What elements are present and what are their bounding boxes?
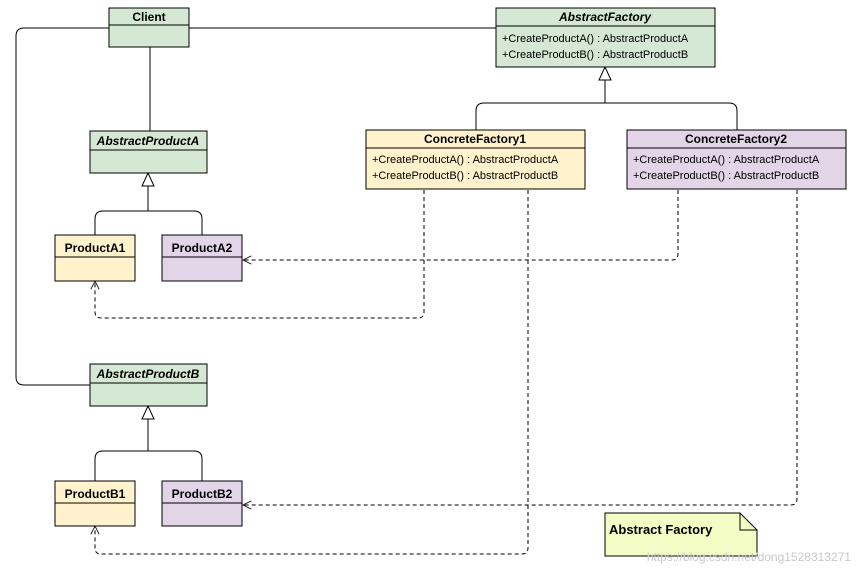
class-abstract-factory[interactable]: AbstractFactory +CreateProductA() : Abst… — [495, 7, 716, 68]
class-body — [89, 363, 208, 407]
dependency-concretefactory1-producta1 — [95, 190, 425, 319]
class-abstract-product-b[interactable]: AbstractProductB — [89, 363, 208, 407]
class-name: ProductA1 — [65, 241, 126, 255]
method-create-product-a: +CreateProductA() : AbstractProductA — [372, 154, 559, 166]
class-body — [161, 234, 243, 282]
note-text: Abstract Factory — [609, 522, 713, 537]
class-product-a2[interactable]: ProductA2 — [161, 234, 243, 282]
class-name: ProductA2 — [172, 241, 233, 255]
class-body — [365, 129, 586, 190]
note-body — [604, 512, 758, 557]
generalization-arrowhead-abstractproducta — [141, 171, 155, 187]
class-name: ConcreteFactory2 — [685, 132, 787, 146]
method-create-product-b: +CreateProductB() : AbstractProductB — [502, 49, 688, 61]
class-name: AbstractProductB — [96, 367, 200, 381]
generalization-arrowhead-abstractproductb — [141, 404, 155, 420]
class-client[interactable]: Client — [108, 7, 190, 48]
class-abstract-product-a[interactable]: AbstractProductA — [89, 130, 208, 174]
watermark-text: https://blog.csdn.net/dong1528313271 — [647, 550, 851, 564]
class-name: ProductB1 — [65, 487, 126, 501]
generalization-producta-branch — [94, 210, 203, 235]
class-body — [89, 130, 208, 174]
class-concrete-factory-1[interactable]: ConcreteFactory1 +CreateProductA() : Abs… — [365, 129, 586, 190]
class-body — [495, 7, 716, 68]
method-create-product-a: +CreateProductA() : AbstractProductA — [502, 33, 689, 45]
generalization-productb-branch — [94, 450, 203, 481]
class-name: AbstractFactory — [558, 10, 652, 24]
class-name: Client — [132, 10, 165, 24]
association-client-abstractproductb — [15, 27, 109, 386]
class-product-a1[interactable]: ProductA1 — [54, 234, 136, 282]
dependency-concretefactory1-productb1 — [95, 190, 529, 555]
class-concrete-factory-2[interactable]: ConcreteFactory2 +CreateProductA() : Abs… — [626, 129, 847, 190]
note-fold — [739, 513, 757, 531]
generalization-factories-branch — [475, 102, 738, 130]
method-create-product-b: +CreateProductB() : AbstractProductB — [633, 170, 819, 182]
generalization-arrowhead-abstractfactory — [598, 65, 612, 81]
class-body — [626, 129, 847, 190]
class-name: AbstractProductA — [96, 134, 200, 148]
dependency-concretefactory2-producta2 — [243, 190, 679, 260]
note-abstract-factory[interactable]: Abstract Factory — [604, 512, 758, 557]
class-name: ProductB2 — [172, 487, 233, 501]
class-body — [108, 7, 190, 48]
dependency-concretefactory2-productb2 — [243, 190, 798, 505]
method-create-product-b: +CreateProductB() : AbstractProductB — [372, 170, 558, 182]
class-product-b2[interactable]: ProductB2 — [161, 480, 243, 527]
class-name: ConcreteFactory1 — [424, 132, 526, 146]
class-body — [54, 234, 136, 282]
method-create-product-a: +CreateProductA() : AbstractProductA — [633, 154, 820, 166]
class-product-b1[interactable]: ProductB1 — [54, 480, 136, 527]
